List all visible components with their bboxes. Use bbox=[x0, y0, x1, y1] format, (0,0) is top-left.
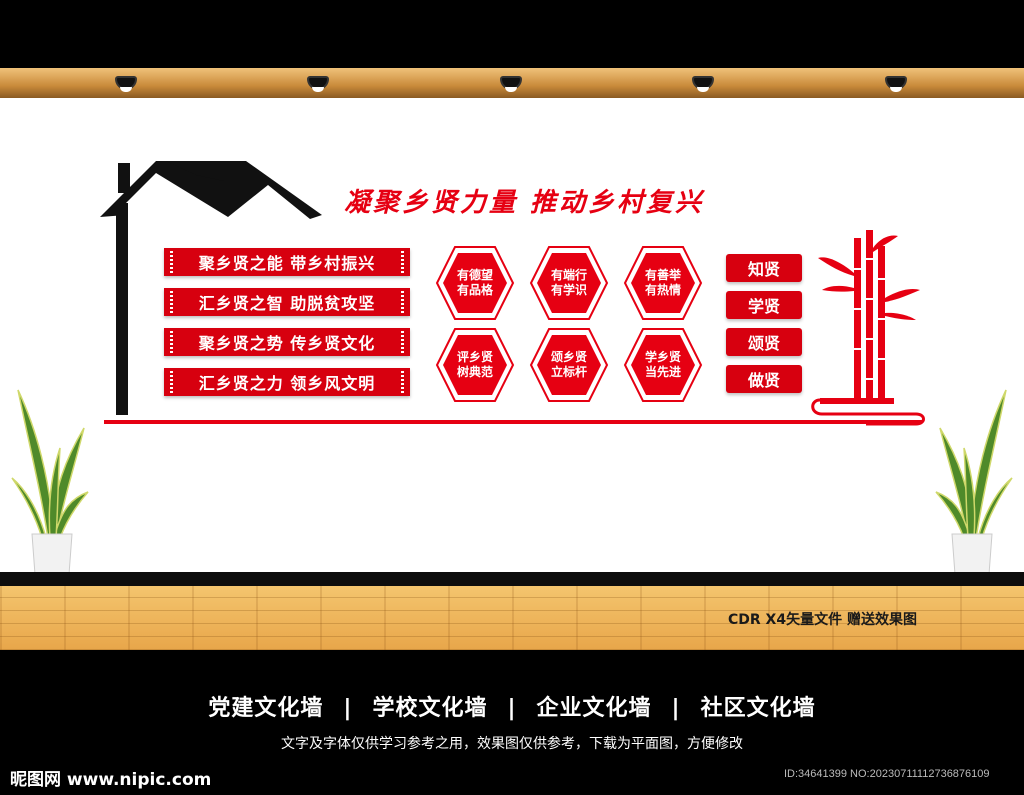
ceiling-lamp-icon bbox=[115, 76, 137, 92]
hexagon-badge: 有德望有品格 bbox=[435, 245, 515, 321]
ceiling-lamp-icon bbox=[307, 76, 329, 92]
hexagon-badge: 颂乡贤立标杆 bbox=[529, 327, 609, 403]
hexagon-shape-icon bbox=[623, 246, 703, 320]
hexagon-line: 有善举 bbox=[644, 268, 681, 282]
hexagon-line: 评乡贤 bbox=[456, 350, 493, 364]
wall-type: 党建文化墙 bbox=[208, 696, 324, 721]
usage-note: 文字及字体仅供学习参考之用，效果图仅供参考，下载为平面图，方便修改 bbox=[281, 736, 743, 752]
separator: | bbox=[671, 696, 681, 721]
virtue-tag: 知贤 bbox=[726, 254, 802, 282]
ceiling-lamp-icon bbox=[692, 76, 714, 92]
wall-type: 企业文化墙 bbox=[536, 696, 652, 721]
bottom-black-band bbox=[0, 650, 1024, 795]
house-roof-icon bbox=[100, 161, 322, 415]
hexagon-shape-icon bbox=[529, 246, 609, 320]
wood-floor bbox=[0, 586, 1024, 650]
separator: | bbox=[343, 696, 353, 721]
hexagon-line: 有学识 bbox=[550, 283, 587, 297]
image-id: ID:34641399 NO:20230711112736876109 bbox=[784, 768, 990, 780]
bamboo-icon bbox=[811, 230, 925, 426]
hexagon-shape-icon bbox=[435, 246, 515, 320]
wall-types: 党建文化墙 | 学校文化墙 | 企业文化墙 | 社区文化墙 bbox=[0, 690, 1024, 722]
hexagon-badge: 学乡贤当先进 bbox=[623, 327, 703, 403]
hexagon-badge: 有端行有学识 bbox=[529, 245, 609, 321]
headline: 凝聚乡贤力量 推动乡村复兴 bbox=[344, 188, 705, 218]
wall-type: 社区文化墙 bbox=[700, 696, 816, 721]
slogan-banner: 聚乡贤之能 带乡村振兴 bbox=[164, 248, 410, 276]
potted-plant-icon bbox=[935, 389, 1013, 589]
file-format-caption: CDR X4矢量文件 赠送效果图 bbox=[728, 612, 917, 628]
base-line bbox=[104, 420, 922, 424]
hexagon-line: 有端行 bbox=[550, 268, 587, 282]
site-logo[interactable]: 昵图网 www.nipic.com bbox=[10, 770, 212, 790]
hexagon-shape-icon bbox=[529, 328, 609, 402]
slogan-banner: 汇乡贤之力 领乡风文明 bbox=[164, 368, 410, 396]
hexagon-line: 有德望 bbox=[456, 268, 493, 282]
hexagon-badge: 有善举有热情 bbox=[623, 245, 703, 321]
baseboard bbox=[0, 572, 1024, 586]
hexagon-line: 树典范 bbox=[456, 365, 493, 379]
virtue-tag: 做贤 bbox=[726, 365, 802, 393]
separator: | bbox=[507, 696, 517, 721]
slogan-banner: 聚乡贤之势 传乡贤文化 bbox=[164, 328, 410, 356]
virtue-tag: 学贤 bbox=[726, 291, 802, 319]
hexagon-line: 立标杆 bbox=[550, 365, 587, 379]
slogan-banner: 汇乡贤之智 助脱贫攻坚 bbox=[164, 288, 410, 316]
hexagon-badge: 评乡贤树典范 bbox=[435, 327, 515, 403]
hexagon-shape-icon bbox=[435, 328, 515, 402]
hexagon-shape-icon bbox=[623, 328, 703, 402]
wall-type: 学校文化墙 bbox=[372, 696, 488, 721]
hexagon-line: 有品格 bbox=[456, 283, 493, 297]
hexagon-line: 学乡贤 bbox=[644, 350, 681, 364]
ceiling-lamp-icon bbox=[500, 76, 522, 92]
hexagon-line: 有热情 bbox=[644, 283, 681, 297]
virtue-tag: 颂贤 bbox=[726, 328, 802, 356]
top-black-band bbox=[0, 0, 1024, 68]
hexagon-line: 颂乡贤 bbox=[550, 350, 587, 364]
potted-plant-icon bbox=[11, 389, 89, 589]
ceiling-lamp-icon bbox=[885, 76, 907, 92]
hexagon-line: 当先进 bbox=[644, 365, 681, 379]
